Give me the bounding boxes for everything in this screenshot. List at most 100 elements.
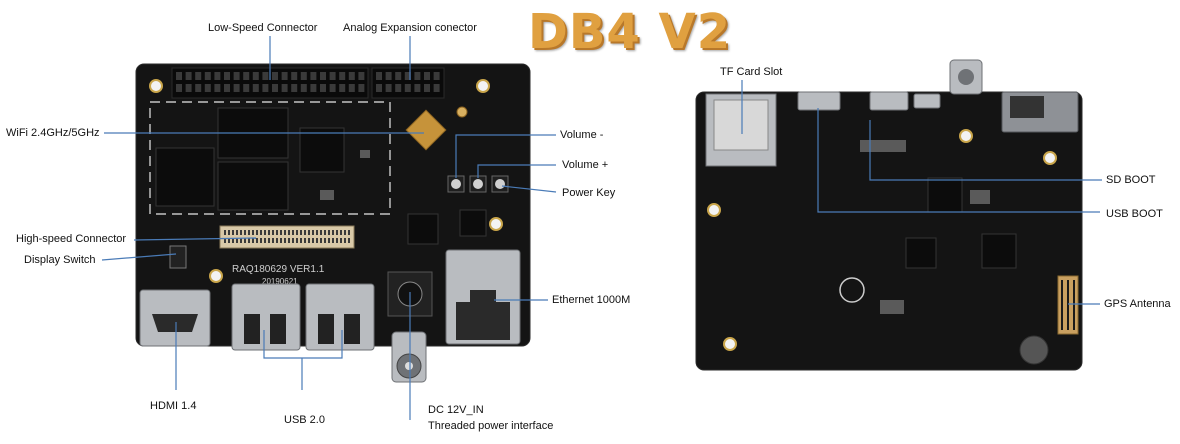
header-pin <box>348 84 355 92</box>
header-pin <box>284 230 286 235</box>
volume-minus-button[interactable] <box>447 175 465 193</box>
header-pin <box>424 84 430 92</box>
label-wifi: WiFi 2.4GHz/5GHz <box>6 127 100 139</box>
header-pin <box>376 84 382 92</box>
header-pin <box>310 72 317 80</box>
header-pin <box>414 72 421 80</box>
header-pin <box>284 238 286 243</box>
header-pin <box>320 84 326 92</box>
header-pin <box>433 84 440 92</box>
header-pin <box>339 72 346 80</box>
header-pin <box>300 230 302 235</box>
power-key-button[interactable] <box>491 175 509 193</box>
header-pin <box>348 72 355 80</box>
header-pin <box>414 84 421 92</box>
header-pin <box>304 238 306 243</box>
ethernet-port[interactable] <box>445 249 521 345</box>
label-volume-plus: Volume + <box>562 159 609 171</box>
chip <box>155 147 215 207</box>
label-power-key: Power Key <box>562 187 616 199</box>
wifi-module <box>405 106 468 151</box>
header-pin <box>404 84 411 92</box>
header-pin <box>244 238 246 243</box>
header-pin <box>281 72 288 80</box>
front-board: RAQ180629 VER1.1 20190621 <box>135 63 531 383</box>
header-pin <box>300 238 302 243</box>
header-pin <box>292 238 294 243</box>
header-pin <box>276 230 278 235</box>
header-pin <box>320 238 322 243</box>
header-pin <box>296 238 298 243</box>
header-pin <box>264 238 266 243</box>
tf-card-slot[interactable] <box>705 93 777 167</box>
label-tf-card-slot: TF Card Slot <box>720 66 783 78</box>
hdmi-port[interactable] <box>139 289 211 347</box>
header-pin <box>348 230 350 235</box>
display-switch[interactable] <box>169 245 187 269</box>
usb-port[interactable] <box>231 283 301 351</box>
header-pin <box>268 230 270 235</box>
label-high-speed-connector: High-speed Connector <box>16 233 127 245</box>
header-pin <box>395 72 402 80</box>
header-pin <box>256 230 258 235</box>
header-pin <box>288 238 290 243</box>
header-pin <box>244 230 246 235</box>
header-pin <box>324 230 326 235</box>
mounting-hole <box>149 79 163 93</box>
volume-plus-button[interactable] <box>469 175 487 193</box>
gps-antenna <box>1057 275 1079 335</box>
header-pin <box>214 72 221 80</box>
header-pin <box>358 72 365 80</box>
header-pin <box>312 238 314 243</box>
header-pin <box>272 238 274 243</box>
label-volume-minus: Volume - <box>560 129 604 141</box>
header-pin <box>308 230 310 235</box>
dc-jack[interactable] <box>387 271 433 383</box>
mounting-hole <box>489 217 503 231</box>
header-pin <box>340 230 342 235</box>
header-pin <box>262 84 269 92</box>
header-pin <box>262 72 269 80</box>
sd-boot-button[interactable] <box>869 91 909 111</box>
header-pin <box>224 72 230 80</box>
header-pin <box>340 238 342 243</box>
header-pin <box>336 238 338 243</box>
header-pin <box>328 238 330 243</box>
header-pin <box>248 238 250 243</box>
high-speed-connector <box>219 225 355 249</box>
label-usb: USB 2.0 <box>284 414 325 426</box>
header-pin <box>232 238 234 243</box>
header-pin <box>276 238 278 243</box>
label-display-switch: Display Switch <box>24 254 96 266</box>
header-pin <box>385 72 392 80</box>
usb-boot-button[interactable] <box>797 91 841 111</box>
header-pin <box>204 72 211 80</box>
header-pin <box>385 84 392 92</box>
header-pin <box>316 230 318 235</box>
header-pin <box>272 230 274 235</box>
header-pin <box>243 84 250 92</box>
header-pin <box>228 238 230 243</box>
header-pin <box>252 84 259 92</box>
header-pin <box>296 230 298 235</box>
header-pin <box>260 238 262 243</box>
header-pin <box>204 84 211 92</box>
header-pin <box>256 238 258 243</box>
header-pin <box>280 230 282 235</box>
header-pin <box>395 84 402 92</box>
header-pin <box>228 230 230 235</box>
header-pin <box>300 72 307 80</box>
header-pin <box>260 230 262 235</box>
header-pin <box>324 238 326 243</box>
header-pin <box>185 84 192 92</box>
header-pin <box>233 84 240 92</box>
header-pin <box>224 84 230 92</box>
header-pin <box>272 84 278 92</box>
silkscreen-part-number: RAQ180629 VER1.1 <box>232 264 325 275</box>
header-pin <box>236 230 238 235</box>
header-pin <box>344 238 346 243</box>
header-pin <box>233 72 240 80</box>
header-pin <box>280 238 282 243</box>
header-pin <box>312 230 314 235</box>
usb-port[interactable] <box>305 283 375 351</box>
